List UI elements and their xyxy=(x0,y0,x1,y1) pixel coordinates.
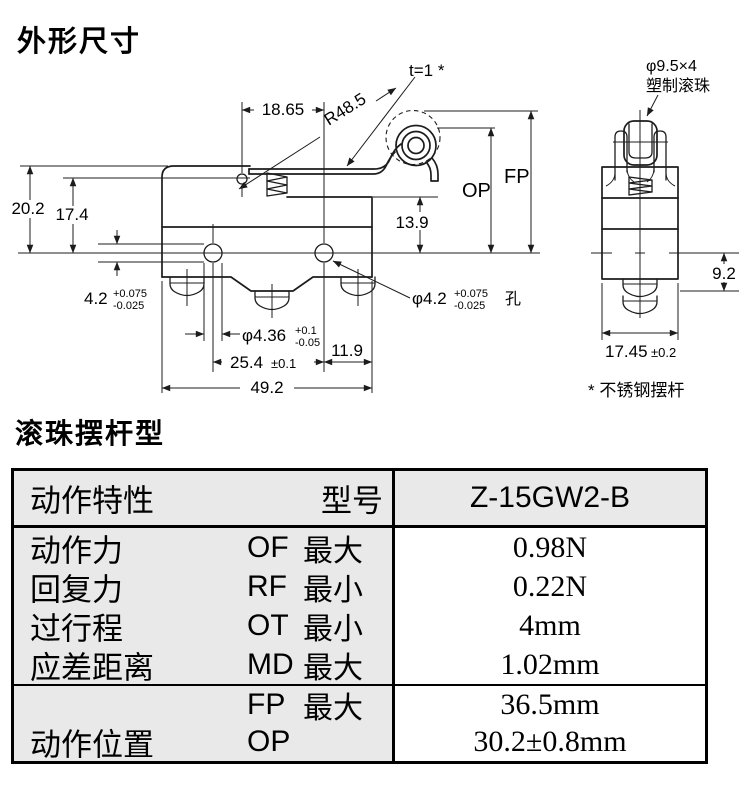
table-position-labels: FP 最大 动作位置 OP xyxy=(14,686,395,763)
table-row: 动作位置 OP xyxy=(30,725,291,763)
terminal-screw-center xyxy=(254,284,290,318)
label-op: OP xyxy=(462,180,491,202)
front-extension-lines xyxy=(18,102,540,393)
dim-17-4: 17.4 xyxy=(55,205,88,224)
side-center-lines xyxy=(591,110,739,318)
dim-17-45: 17.45 ±0.2 xyxy=(605,342,676,361)
table-position-section: FP 最大 动作位置 OP 36.5mm 30.2±0.8mm xyxy=(14,686,705,763)
dim-hole-4-2: φ4.2 +0.075 -0.025 孔 xyxy=(412,288,521,312)
dim-25-4: 25.4 ±0.1 xyxy=(230,353,296,372)
svg-text:17.45: 17.45 xyxy=(605,342,648,361)
table-position-values: 36.5mm 30.2±0.8mm xyxy=(395,686,705,761)
svg-text:-0.05: -0.05 xyxy=(295,337,320,349)
svg-text:4.2: 4.2 xyxy=(84,289,108,308)
dim-20-2: 20.2 xyxy=(11,199,44,218)
side-body-outline xyxy=(601,166,679,280)
svg-text:φ4.36: φ4.36 xyxy=(242,326,286,345)
side-roller-label-line2: 塑制滚珠 xyxy=(646,77,710,95)
side-spring xyxy=(628,176,653,196)
table-body-values: 0.98N 0.22N 4mm 1.02mm xyxy=(395,528,705,684)
section-title: 滚珠摆杆型 xyxy=(15,418,166,449)
dim-screw-dia-4-36: φ4.36 +0.1 -0.05 xyxy=(242,325,320,349)
side-fork-arms xyxy=(605,130,676,187)
header-cell-characteristics: 动作特性 型号 xyxy=(14,471,395,525)
lever-pivot xyxy=(236,173,248,185)
spec-table: 动作特性 型号 Z-15GW2-B 动作力 OF 最大 回复力 RF 最小 过行… xyxy=(11,468,708,764)
value-cell: 36.5mm xyxy=(500,687,600,721)
header-label-characteristics: 动作特性 xyxy=(30,483,154,519)
dim-9-2: 9.2 xyxy=(712,264,736,283)
svg-text:φ4.2: φ4.2 xyxy=(412,289,447,308)
page-title: 外形尺寸 xyxy=(17,26,142,58)
side-extension-lines xyxy=(601,283,739,340)
table-row: 过行程 OT 最小 xyxy=(30,608,363,647)
header-cell-model-number: Z-15GW2-B xyxy=(469,481,631,514)
svg-text:+0.1: +0.1 xyxy=(295,325,317,337)
roller-free-position-dashed xyxy=(385,109,441,166)
table-row: 应差距离 MD 最大 xyxy=(30,647,363,686)
value-cell: 1.02mm xyxy=(500,647,600,681)
label-fp: FP xyxy=(504,166,530,188)
table-body-section: 动作力 OF 最大 回复力 RF 最小 过行程 OT 最小 应差距离 MD xyxy=(14,528,705,686)
table-row: FP 最大 xyxy=(247,687,363,725)
svg-text:±0.2: ±0.2 xyxy=(651,345,676,360)
dim-49-2: 49.2 xyxy=(250,378,283,397)
dim-slot-4-2: 4.2 +0.075 -0.025 xyxy=(84,288,147,312)
svg-text:±0.1: ±0.1 xyxy=(271,356,296,371)
svg-text:-0.025: -0.025 xyxy=(454,300,485,312)
front-view: 18.65 R48.5 t=1 * OP FP 20.2 17.4 13.9 4… xyxy=(5,61,540,397)
dim-11-9: 11.9 xyxy=(331,341,363,360)
plunger-spring xyxy=(266,172,288,197)
dimension-drawing: 18.65 R48.5 t=1 * OP FP 20.2 17.4 13.9 4… xyxy=(5,58,741,400)
side-roller-label-line1: φ9.5×4 xyxy=(646,58,697,75)
value-cell: 0.98N xyxy=(512,530,588,564)
value-cell: 0.22N xyxy=(512,569,588,603)
terminal-screw-left xyxy=(169,269,205,306)
side-view: φ9.5×4 塑制滚珠 9.2 17.45 ±0.2 * 不锈钢摆杆 xyxy=(588,58,741,400)
dim-13-9: 13.9 xyxy=(395,213,428,232)
roller xyxy=(395,124,437,167)
dim-lever-thickness: t=1 * xyxy=(409,61,445,80)
svg-text:孔: 孔 xyxy=(505,290,521,308)
dim-radius-r48-5: R48.5 xyxy=(321,89,370,129)
table-row: 回复力 RF 最小 xyxy=(30,569,363,608)
svg-text:-0.025: -0.025 xyxy=(113,300,144,312)
value-cell: 4mm xyxy=(519,608,581,642)
table-header-row: 动作特性 型号 Z-15GW2-B xyxy=(14,471,705,528)
dim-18-65: 18.65 xyxy=(262,100,305,119)
header-label-model: 型号 xyxy=(321,483,383,519)
svg-text:+0.075: +0.075 xyxy=(113,288,147,300)
value-cell: 30.2±0.8mm xyxy=(473,725,627,759)
terminal-screw-right xyxy=(340,269,376,306)
table-body-labels: 动作力 OF 最大 回复力 RF 最小 过行程 OT 最小 应差距离 MD xyxy=(14,528,395,686)
stainless-lever-footnote: * 不锈钢摆杆 xyxy=(588,381,684,400)
table-row: 动作力 OF 最大 xyxy=(30,530,363,569)
svg-text:+0.075: +0.075 xyxy=(454,288,488,300)
svg-text:25.4: 25.4 xyxy=(230,353,263,372)
switch-body-outline xyxy=(161,165,251,278)
